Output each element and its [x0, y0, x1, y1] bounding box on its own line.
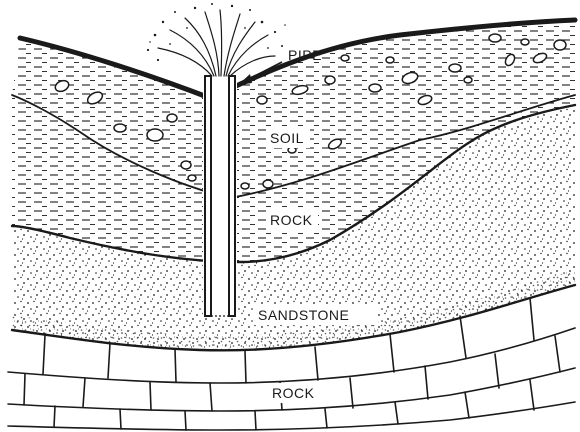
- water-spray: [158, 10, 275, 76]
- pipe-label: PIPE: [288, 47, 322, 63]
- rock-lower-label: ROCK: [272, 385, 315, 401]
- well-pipe: [203, 76, 237, 316]
- soil-label: SOIL: [270, 130, 304, 146]
- rock-upper-label: ROCK: [270, 212, 313, 228]
- sandstone-label: SANDSTONE: [258, 307, 349, 323]
